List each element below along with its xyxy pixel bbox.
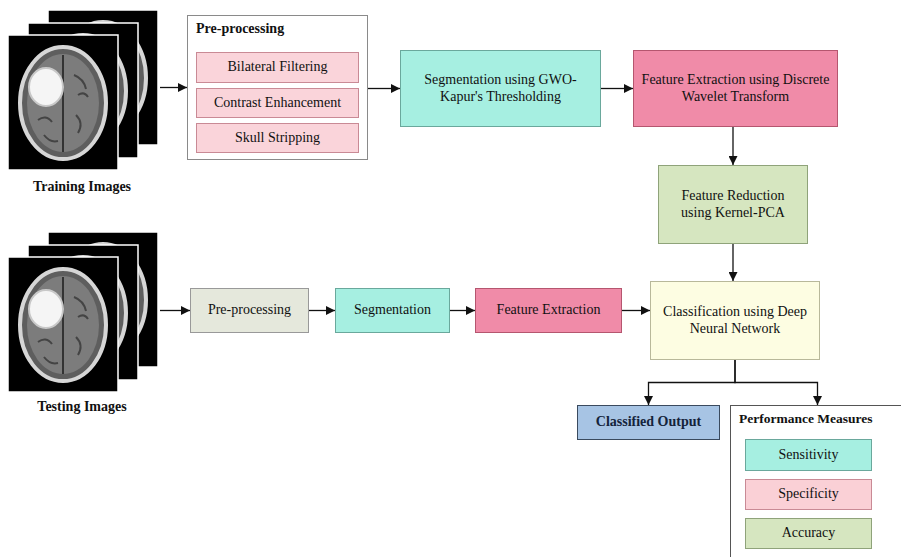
arrow-connector [309,310,335,311]
arrow-connector [622,310,650,311]
arrow-connector [732,127,733,165]
arrow-connector [732,244,733,281]
arrow-connector [160,87,187,88]
box-label: Bilateral Filtering [228,59,328,76]
image-caption: Training Images [33,179,131,196]
group-heading: Pre-processing [196,21,359,38]
output-box: Classified Output [577,405,720,440]
mri-stack [8,10,158,170]
box-label: Feature Extraction using Discrete Wavele… [640,72,831,106]
step-box: Bilateral Filtering [196,52,359,83]
box-label: Specificity [778,486,839,503]
box-label: Feature Extraction [497,302,601,319]
arrow-connector [368,88,400,89]
arrow-connector [735,360,818,405]
process-box: Feature Extraction using Discrete Wavele… [633,50,838,127]
box-label: Accuracy [782,525,836,542]
mri-stack [8,232,158,392]
arrow-connector [450,310,475,311]
box-label: Contrast Enhancement [214,95,341,112]
box-label: Feature Reduction using Kernel-PCA [665,188,801,222]
image-caption: Testing Images [37,399,126,416]
box-label: Segmentation using GWO-Kapur's Threshold… [407,72,594,106]
measures-group: Performance MeasuresSensitivitySpecifici… [730,405,901,557]
step-box: Contrast Enhancement [196,88,359,118]
step-box: Skull Stripping [196,123,359,153]
process-box: Segmentation [335,288,450,333]
process-box: Segmentation using GWO-Kapur's Threshold… [400,50,601,127]
process-group: Pre-processingBilateral FilteringContras… [187,15,368,160]
box-label: Classification using Deep Neural Network [657,304,813,338]
image-stack: Training Images [4,8,160,200]
arrow-connector [160,310,190,311]
box-label: Segmentation [354,302,431,319]
measure-box: Accuracy [745,518,872,549]
arrow-connector [601,88,633,89]
box-label: Pre-processing [208,302,291,319]
group-heading: Performance Measures [739,411,896,427]
measure-box: Sensitivity [745,439,872,471]
measure-box: Specificity [745,479,872,510]
box-label: Sensitivity [779,447,839,464]
image-stack: Testing Images [4,230,160,420]
process-box: Feature Reduction using Kernel-PCA [658,165,808,244]
box-label: Skull Stripping [235,130,320,147]
box-label: Classified Output [596,414,701,431]
process-box: Feature Extraction [475,288,622,333]
process-box: Pre-processing [190,288,309,333]
classifier-box: Classification using Deep Neural Network [650,281,820,360]
arrow-connector [649,360,736,405]
